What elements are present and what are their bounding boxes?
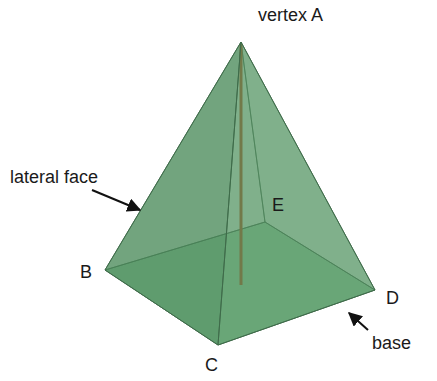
pointer-arrow xyxy=(349,313,368,330)
lateral-face xyxy=(105,42,241,345)
part-label: B xyxy=(80,263,92,281)
part-label: C xyxy=(205,356,218,374)
part-label: vertex A xyxy=(258,6,323,24)
pointer-arrow xyxy=(92,190,140,210)
part-label: base xyxy=(372,334,411,352)
lateral-face xyxy=(218,42,375,345)
part-label: lateral face xyxy=(10,168,98,186)
part-label: E xyxy=(272,196,284,214)
part-label: D xyxy=(386,289,399,307)
